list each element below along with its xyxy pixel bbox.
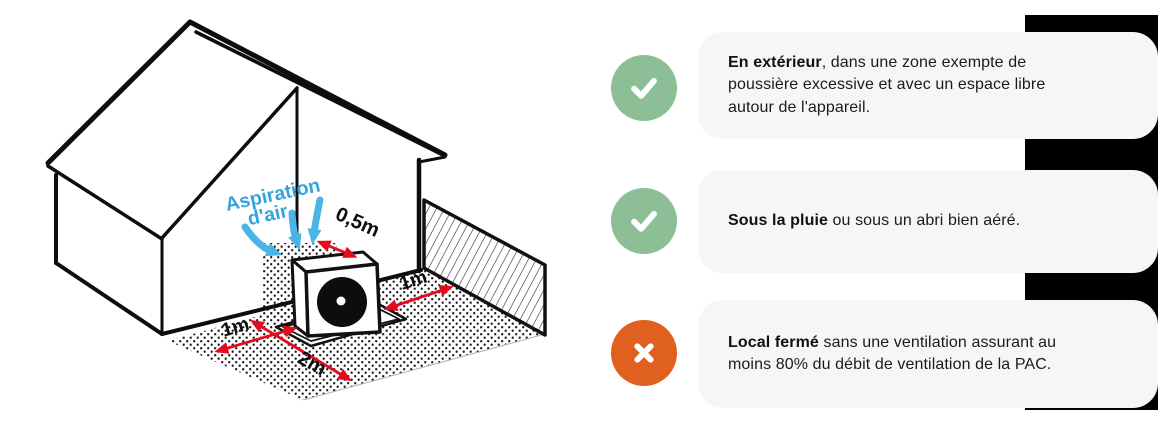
fence	[422, 198, 547, 337]
check-icon	[631, 77, 657, 99]
rule-card-closed-room: Local fermé sans une ventilation assuran…	[698, 300, 1158, 408]
cross-icon	[634, 343, 654, 363]
rule-lead: Sous la pluie	[728, 212, 828, 230]
check-badge	[611, 188, 677, 254]
rule-lead: Local fermé	[728, 333, 819, 351]
ground-edge	[302, 333, 546, 401]
air-intake-arrows	[241, 196, 324, 257]
check-icon	[631, 210, 657, 232]
check-badge	[611, 55, 677, 121]
rule-body: ou sous un abri bien aéré.	[828, 212, 1021, 230]
installation-diagram: Aspiration d'air 0,5m 1m 1m 2m	[45, 19, 547, 401]
rule-card-rain: Sous la pluie ou sous un abri bien aéré.	[698, 170, 1158, 273]
dimension-arrow-back-wall	[316, 240, 358, 258]
dimension-arrow-front	[249, 319, 353, 382]
rule-body: , dans une zone exempte de poussière exc…	[728, 53, 1046, 116]
rule-text: Sous la pluie ou sous un abri bien aéré.	[698, 210, 1102, 232]
house-outline	[45, 19, 448, 336]
cross-badge	[611, 320, 677, 386]
rule-text: Local fermé sans une ventilation assuran…	[698, 332, 1158, 377]
rule-lead: En extérieur	[728, 53, 822, 71]
rule-card-outdoor: En extérieur, dans une zone exempte de p…	[698, 32, 1158, 139]
dimension-arrow-right	[383, 285, 454, 311]
dimension-arrows	[214, 240, 454, 382]
rule-body: sans une ventilation assurant au moins 8…	[728, 333, 1057, 373]
rule-text: En extérieur, dans une zone exempte de p…	[698, 52, 1158, 119]
heat-pump-unit	[290, 250, 382, 338]
